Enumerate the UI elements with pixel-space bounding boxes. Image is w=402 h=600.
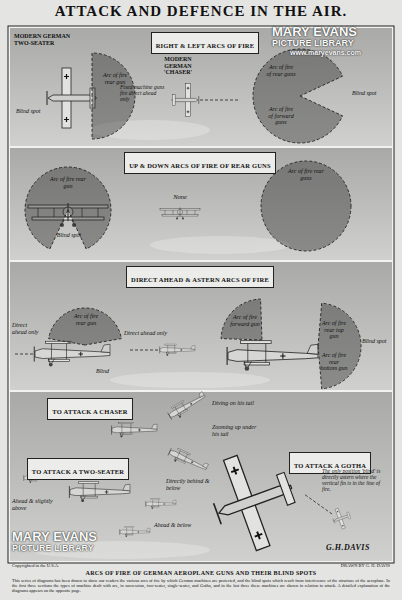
heading-text: TO ATTACK A TWO-SEATER — [32, 468, 124, 475]
callout-label: Ahead & below — [154, 522, 196, 529]
arc-sector — [25, 167, 111, 249]
callout-label: Copyrighted in the U.S.A. — [12, 564, 132, 569]
arc-sector — [49, 308, 122, 345]
arc-text: Arc of fire of rear guns — [266, 64, 296, 77]
callout-label: Blind — [96, 368, 122, 375]
attacker — [330, 505, 353, 531]
callout-label: Direct ahead only — [124, 330, 168, 337]
arc-of-fire: Arc of fire forward gun — [220, 298, 304, 382]
callout-label: Diving on his tail — [212, 400, 256, 407]
arc-shape — [274, 302, 362, 390]
two-seater-target — [69, 482, 130, 502]
part-ellipse — [110, 372, 270, 388]
arc-text: Arc of fire rear bottom gun — [320, 352, 348, 372]
watermark: www.maryevans.com — [290, 49, 390, 56]
callout-label: MODERN GERMAN TWO-SEATER — [14, 33, 72, 46]
callout-label: Direct ahead only — [12, 322, 42, 335]
page-title: ATTACK AND DEFENCE IN THE AIR. — [0, 4, 402, 19]
panel — [10, 392, 392, 561]
attacker — [120, 527, 150, 537]
part-ellipse — [150, 236, 290, 254]
arc-of-fire: Arc of fire rear top gunArc of fire rear… — [274, 302, 362, 390]
arc-sector — [221, 299, 262, 340]
heading-text: TO ATTACK A GOTHA — [294, 462, 366, 469]
callout-label: Blind spot — [362, 338, 390, 345]
panel — [10, 148, 392, 260]
frame — [8, 26, 394, 563]
line-of-fire — [128, 350, 158, 351]
arc-text: Arc of fire forward gun — [230, 314, 260, 327]
arc-text: Arc of fire rear gun — [98, 72, 132, 85]
callout-label: This series of diagrams has been drawn t… — [12, 579, 390, 594]
caption: ARCS OF FIRE OF GERMAN AEROPLANE GUNS AN… — [0, 570, 402, 576]
gotha-side — [227, 341, 318, 371]
heading-box: RIGHT & LEFT ARCS OF FIRE — [151, 32, 260, 54]
arc-sector — [318, 303, 361, 389]
heading-box: DIRECT AHEAD & ASTERN ARCS OF FIRE — [126, 266, 274, 288]
watermark: MARY EVANS — [272, 25, 392, 38]
arc-text: Arc of fire rear top gun — [320, 320, 348, 340]
line-of-fire — [304, 494, 332, 514]
watermark: MARY EVANS — [12, 530, 152, 543]
callout-label: MODERN GERMAN 'CHASER' — [150, 56, 206, 76]
heading-text: RIGHT & LEFT ARCS OF FIRE — [156, 42, 255, 49]
arc-sector — [261, 161, 351, 251]
watermark: PICTURE LIBRARY — [12, 544, 152, 553]
panel — [10, 28, 392, 146]
heading-box: TO ATTACK A TWO-SEATER — [27, 458, 129, 480]
two-seater-plane — [47, 68, 96, 128]
arc-text: Blind spot — [56, 232, 82, 239]
attacker — [146, 499, 176, 509]
callout-label: Blind spot — [352, 90, 388, 97]
arc-shape — [220, 298, 304, 382]
heading-box: UP & DOWN ARCS OF FIRE OF REAR GUNS — [124, 152, 276, 174]
heading-text: DIRECT AHEAD & ASTERN ARCS OF FIRE — [131, 276, 269, 283]
arc-of-fire: Arc of fire rear gunBlind spot — [24, 166, 112, 254]
callout-label: Directly behind & below — [166, 478, 212, 491]
diving-attacker — [166, 390, 208, 422]
heading-box: TO ATTACK A CHASER — [47, 398, 132, 420]
heading-text: UP & DOWN ARCS OF FIRE OF REAR GUNS — [129, 162, 271, 169]
zooming-attacker — [167, 446, 209, 475]
arc-of-fire: Arc of fire of rear gunsArc of fire of f… — [252, 48, 348, 144]
callout-label: Zooming up under his tail — [212, 424, 258, 437]
heading-text: TO ATTACK A CHASER — [52, 408, 127, 415]
callout-label: None — [168, 193, 192, 200]
arc-text: Arc of fire rear guns — [286, 168, 326, 181]
callout-label: Fixed machine guns fire direct ahead onl… — [120, 84, 166, 102]
arc-text: Arc of fire of forward guns — [266, 106, 296, 126]
chaser-side — [160, 344, 195, 356]
chaser-front — [160, 208, 200, 220]
callout-label: G.H.DAVIS — [326, 544, 386, 553]
chaser-target — [112, 422, 157, 437]
arc-of-fire: Arc of fire rear guns — [260, 160, 352, 252]
arc-text: Arc of fire rear gun — [71, 313, 101, 326]
line-of-fire — [14, 354, 33, 355]
arc-text: Arc of fire rear gun — [50, 176, 86, 189]
callout-label: DRAWN BY G. H. DAVIS — [270, 564, 390, 569]
watermark: PICTURE LIBRARY — [272, 39, 392, 48]
two-seater-side — [34, 341, 110, 366]
arc-sector — [253, 49, 343, 143]
callout-label: Ahead & slightly above — [12, 498, 54, 511]
callout-label: The only position 'blind' is directly as… — [322, 468, 388, 492]
arc-shape — [252, 48, 348, 144]
panel — [10, 262, 392, 390]
line-of-fire — [200, 100, 238, 101]
callout-label: Blind spot — [16, 108, 46, 115]
chaser-plane — [172, 84, 199, 117]
arc-of-fire: Arc of fire rear gun — [47, 307, 123, 383]
